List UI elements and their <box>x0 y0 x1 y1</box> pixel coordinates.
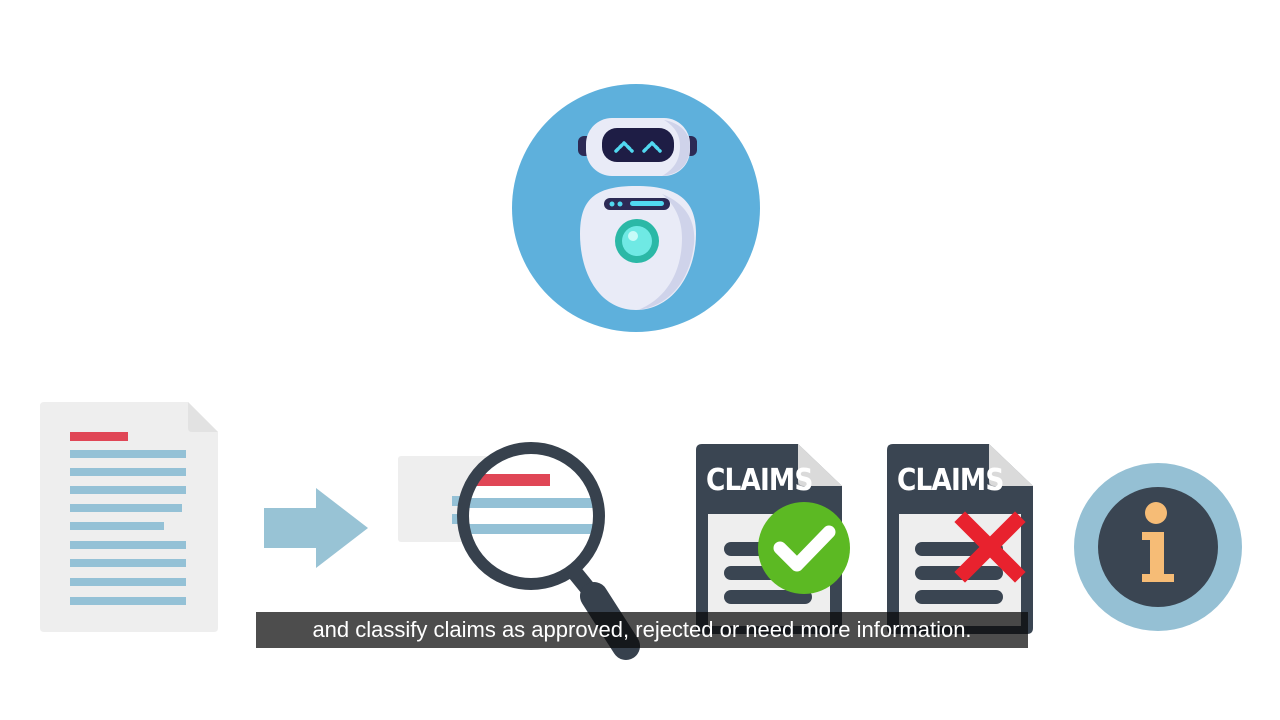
check-icon <box>758 502 850 594</box>
video-caption: and classify claims as approved, rejecte… <box>256 612 1028 648</box>
document-illustration <box>40 402 218 634</box>
claims-document-icon <box>887 444 1033 634</box>
claims-label-rejected: CLAIMS <box>897 463 1004 498</box>
arrow-illustration <box>264 488 370 568</box>
arrow-right-icon <box>264 488 368 568</box>
claims-document-icon <box>696 444 850 634</box>
claims-approved-illustration: CLAIMS <box>696 442 852 638</box>
claims-label-approved: CLAIMS <box>706 463 813 498</box>
info-illustration <box>1072 462 1244 634</box>
document-icon <box>40 402 218 632</box>
robot-illustration <box>512 84 762 334</box>
info-icon <box>1074 463 1242 631</box>
robot-icon <box>512 84 760 332</box>
magnifier-illustration <box>398 440 648 672</box>
claims-rejected-illustration: CLAIMS <box>887 442 1043 638</box>
highlight-line <box>70 432 128 441</box>
magnifying-glass-icon <box>398 442 640 660</box>
cross-icon <box>954 511 1026 583</box>
